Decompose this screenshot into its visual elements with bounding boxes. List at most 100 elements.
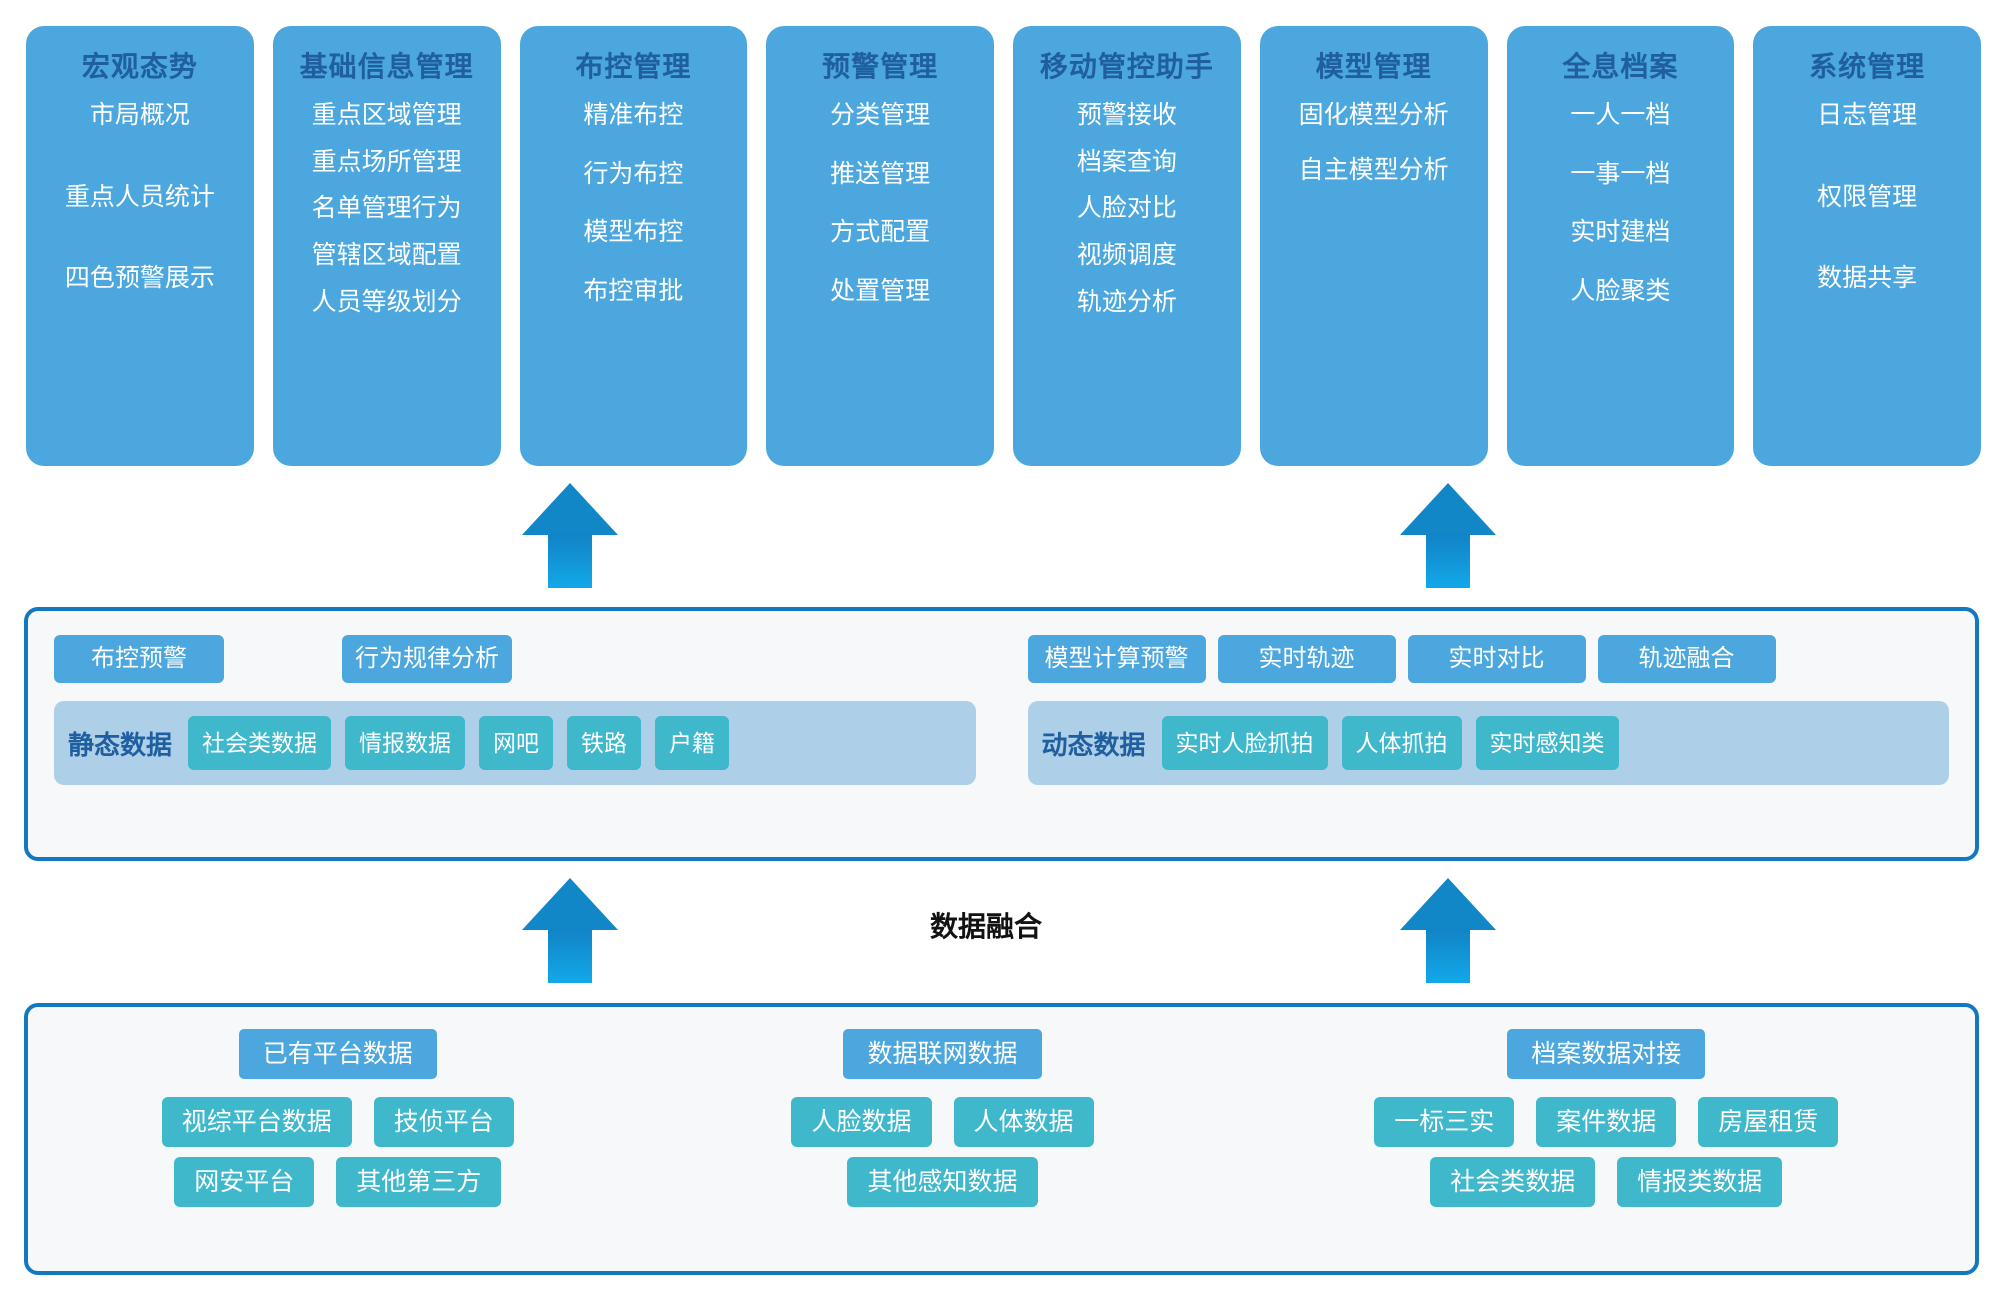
- module-item[interactable]: 布控审批: [583, 277, 684, 306]
- data-source-group: 档案数据对接一标三实案件数据房屋租赁社会类数据情报类数据: [1238, 1007, 1976, 1271]
- module-title: 全息档案: [1562, 51, 1679, 82]
- module-column[interactable]: 宏观态势市局概况重点人员统计四色预警展示: [26, 26, 254, 466]
- module-item[interactable]: 预警接收: [1076, 100, 1177, 129]
- data-chip[interactable]: 铁路: [567, 716, 642, 770]
- data-source-chip[interactable]: 案件数据: [1536, 1097, 1677, 1147]
- module-title: 宏观态势: [81, 51, 198, 82]
- module-item[interactable]: 名单管理行为: [311, 194, 462, 223]
- static-data-chip-list: 社会类数据情报数据网吧铁路户籍: [188, 716, 730, 770]
- data-chip[interactable]: 网吧: [479, 716, 554, 770]
- module-column[interactable]: 移动管控助手预警接收档案查询人脸对比视频调度轨迹分析: [1013, 26, 1241, 466]
- module-item-list: 市局概况重点人员统计四色预警展示: [32, 101, 248, 448]
- module-item[interactable]: 推送管理: [830, 159, 931, 188]
- data-source-chip[interactable]: 一标三实: [1374, 1097, 1515, 1147]
- module-item-list: 精准布控行为布控模型布控布控审批: [526, 101, 742, 448]
- module-item[interactable]: 固化模型分析: [1298, 100, 1449, 129]
- data-chip[interactable]: 情报数据: [345, 716, 466, 770]
- module-item[interactable]: 重点场所管理: [311, 147, 462, 176]
- arrow-head: [522, 483, 618, 535]
- static-data-band: 静态数据 社会类数据情报数据网吧铁路户籍: [54, 701, 976, 785]
- capability-pill[interactable]: 行为规律分析: [342, 635, 512, 683]
- module-item[interactable]: 方式配置: [830, 218, 931, 247]
- data-source-chip[interactable]: 其他第三方: [336, 1157, 502, 1207]
- arrow-source-to-data-left-icon: [522, 878, 618, 983]
- arrow-source-to-data-right-icon: [1400, 878, 1496, 983]
- data-source-chip[interactable]: 社会类数据: [1430, 1157, 1596, 1207]
- module-item[interactable]: 数据共享: [1817, 264, 1918, 293]
- module-column[interactable]: 布控管理精准布控行为布控模型布控布控审批: [519, 26, 748, 466]
- module-item-list: 日志管理权限管理数据共享: [1759, 101, 1975, 448]
- data-chip[interactable]: 实时感知类: [1475, 716, 1619, 770]
- module-column[interactable]: 基础信息管理重点区域管理重点场所管理名单管理行为管辖区域配置人员等级划分: [272, 26, 501, 466]
- data-source-row: 其他感知数据: [847, 1157, 1038, 1207]
- module-item[interactable]: 处置管理: [830, 277, 931, 306]
- arrow-data-to-business-left-icon: [522, 483, 618, 588]
- data-chip[interactable]: 户籍: [655, 716, 730, 770]
- module-item[interactable]: 轨迹分析: [1076, 287, 1177, 316]
- data-source-row: 视综平台数据技侦平台: [161, 1097, 514, 1147]
- module-item[interactable]: 人脸对比: [1076, 194, 1177, 223]
- capability-pill[interactable]: 布控预警: [54, 635, 224, 683]
- module-title: 布控管理: [575, 51, 692, 82]
- data-source-chip[interactable]: 网安平台: [174, 1157, 315, 1207]
- module-item-list: 固化模型分析自主模型分析: [1266, 101, 1482, 448]
- data-source-chip[interactable]: 其他感知数据: [847, 1157, 1038, 1207]
- module-item[interactable]: 档案查询: [1076, 147, 1177, 176]
- data-source-group-title[interactable]: 数据联网数据: [843, 1029, 1042, 1079]
- module-item[interactable]: 人员等级划分: [311, 287, 462, 316]
- module-title: 移动管控助手: [1039, 51, 1214, 82]
- capability-pill[interactable]: 轨迹融合: [1597, 635, 1776, 683]
- module-item[interactable]: 自主模型分析: [1298, 155, 1449, 184]
- module-item[interactable]: 重点区域管理: [311, 100, 462, 129]
- module-item[interactable]: 模型布控: [583, 218, 684, 247]
- data-source-row: 社会类数据情报类数据: [1430, 1157, 1783, 1207]
- module-column[interactable]: 系统管理日志管理权限管理数据共享: [1753, 26, 1981, 466]
- module-column[interactable]: 预警管理分类管理推送管理方式配置处置管理: [766, 26, 994, 466]
- capability-pill[interactable]: 实时对比: [1407, 635, 1586, 683]
- arrow-shaft: [1426, 929, 1470, 983]
- arrow-shaft: [548, 929, 592, 983]
- capability-pill[interactable]: 实时轨迹: [1217, 635, 1396, 683]
- data-source-row-list: 一标三实案件数据房屋租赁社会类数据情报类数据: [1238, 1097, 1976, 1207]
- module-item[interactable]: 四色预警展示: [64, 264, 215, 293]
- module-column[interactable]: 模型管理固化模型分析自主模型分析: [1259, 26, 1488, 466]
- module-item[interactable]: 重点人员统计: [64, 182, 215, 211]
- module-item[interactable]: 视频调度: [1076, 241, 1177, 270]
- data-source-row: 网安平台其他第三方: [174, 1157, 502, 1207]
- data-source-chip[interactable]: 技侦平台: [373, 1097, 514, 1147]
- data-source-group-title[interactable]: 已有平台数据: [238, 1029, 437, 1079]
- module-title: 预警管理: [822, 51, 939, 82]
- data-source-chip[interactable]: 人脸数据: [791, 1097, 932, 1147]
- dynamic-data-label: 动态数据: [1041, 729, 1146, 760]
- capability-pill[interactable]: 模型计算预警: [1027, 635, 1206, 683]
- data-source-chip[interactable]: 视综平台数据: [161, 1097, 352, 1147]
- module-item[interactable]: 管辖区域配置: [311, 241, 462, 270]
- dynamic-data-chip-list: 实时人脸抓拍人体抓拍实时感知类: [1161, 716, 1619, 770]
- module-item[interactable]: 一人一档: [1570, 100, 1671, 129]
- module-item[interactable]: 日志管理: [1817, 100, 1918, 129]
- arrow-shaft: [1426, 534, 1470, 588]
- data-source-row: 一标三实案件数据房屋租赁: [1374, 1097, 1839, 1147]
- arrow-head: [1400, 483, 1496, 535]
- data-service-panel: 布控预警行为规律分析 静态数据 社会类数据情报数据网吧铁路户籍 模型计算预警实时…: [24, 607, 1979, 861]
- module-item[interactable]: 市局概况: [89, 100, 190, 129]
- data-source-group-title[interactable]: 档案数据对接: [1507, 1029, 1706, 1079]
- module-item[interactable]: 权限管理: [1817, 182, 1918, 211]
- data-chip[interactable]: 人体抓拍: [1341, 716, 1462, 770]
- module-item[interactable]: 人脸聚类: [1570, 277, 1671, 306]
- module-column[interactable]: 全息档案一人一档一事一档实时建档人脸聚类: [1506, 26, 1735, 466]
- module-item[interactable]: 实时建档: [1570, 218, 1671, 247]
- module-title: 基础信息管理: [299, 51, 474, 82]
- module-item-list: 分类管理推送管理方式配置处置管理: [772, 101, 988, 448]
- module-item[interactable]: 精准布控: [583, 100, 684, 129]
- data-chip[interactable]: 实时人脸抓拍: [1161, 716, 1328, 770]
- module-item[interactable]: 一事一档: [1570, 159, 1671, 188]
- module-item[interactable]: 分类管理: [830, 100, 931, 129]
- data-source-chip[interactable]: 人体数据: [953, 1097, 1094, 1147]
- data-source-chip[interactable]: 房屋租赁: [1698, 1097, 1839, 1147]
- module-item[interactable]: 行为布控: [583, 159, 684, 188]
- data-source-panel: 已有平台数据视综平台数据技侦平台网安平台其他第三方数据联网数据人脸数据人体数据其…: [24, 1003, 1979, 1275]
- data-source-chip[interactable]: 情报类数据: [1617, 1157, 1783, 1207]
- data-chip[interactable]: 社会类数据: [188, 716, 332, 770]
